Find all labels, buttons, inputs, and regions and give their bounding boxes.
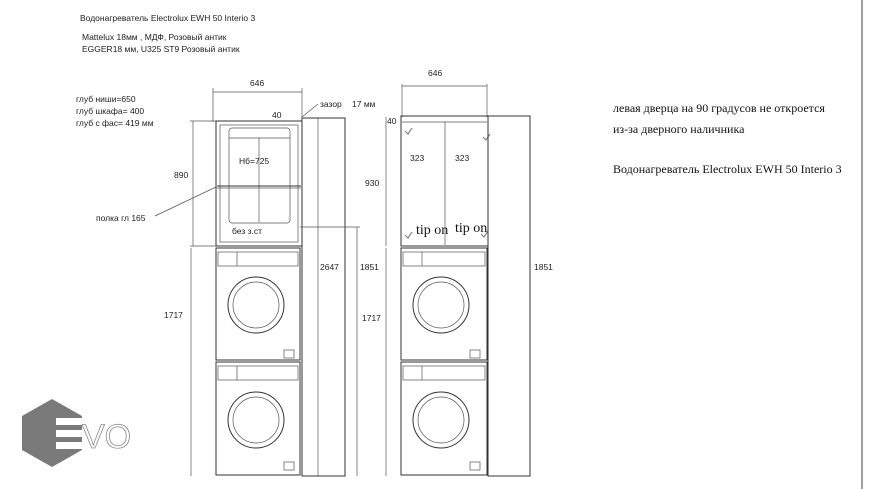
tip-on-right: tip on — [455, 221, 487, 236]
cabinet-height-dim: 890 — [174, 170, 188, 180]
note-line-1: левая дверца на 90 градусов не откроется — [613, 101, 825, 115]
depth-cabinet: глуб шкафа= 400 — [76, 106, 144, 116]
material-line-1: Mattelux 18мм , МДФ, Розовый антик — [82, 32, 227, 42]
logo-text: VO — [82, 418, 131, 456]
depth-facade: глуб с фас= 419 мм — [76, 118, 154, 128]
right-elevation: 646 40 323 323 tip on tip on 930 1851 17… — [362, 68, 553, 477]
right-cabinet-height-dim: 930 — [365, 178, 379, 188]
gap-value: 17 мм — [352, 99, 376, 109]
total-height-dim: 2647 — [320, 262, 339, 272]
note-line-3: Водонагреватель Electrolux EWH 50 Interi… — [613, 162, 842, 176]
tip-on-left: tip on — [416, 223, 448, 238]
washer-lower — [215, 361, 301, 476]
right-lower-height-dim: 1851 — [534, 262, 553, 272]
door-left-width: 323 — [410, 153, 424, 163]
lower-height-dim: 1851 — [360, 262, 379, 272]
note-line-2: из-за дверного наличника — [613, 122, 745, 136]
washer-upper — [215, 247, 301, 361]
width-dim: 646 — [250, 78, 264, 88]
header-title: Водонагреватель Electrolux EWH 50 Interi… — [80, 13, 256, 23]
right-washer-stack-height-dim: 1717 — [362, 313, 381, 323]
right-washer-upper — [400, 247, 488, 361]
right-width-dim: 646 — [428, 68, 442, 78]
door-right-width: 323 — [455, 153, 469, 163]
right-washer-lower — [400, 361, 488, 476]
evo-logo: VO — [22, 399, 132, 467]
material-line-2: EGGER18 мм, U325 ST9 Розовый антик — [82, 44, 240, 54]
shelf-label: полка гл 165 — [96, 213, 146, 223]
hinge-marks — [404, 127, 491, 239]
washer-stack-height-dim: 1717 — [164, 310, 183, 320]
heater-height: Нб=725 — [239, 156, 269, 166]
gap-label: зазор — [320, 99, 342, 109]
top-offset-dim: 40 — [272, 110, 282, 120]
no-back-label: без з.ст — [232, 226, 262, 236]
left-elevation: глуб ниши=650 глуб шкафа= 400 глуб с фас… — [76, 78, 379, 477]
right-top-offset-dim: 40 — [387, 116, 397, 126]
depth-niche: глуб ниши=650 — [76, 94, 136, 104]
